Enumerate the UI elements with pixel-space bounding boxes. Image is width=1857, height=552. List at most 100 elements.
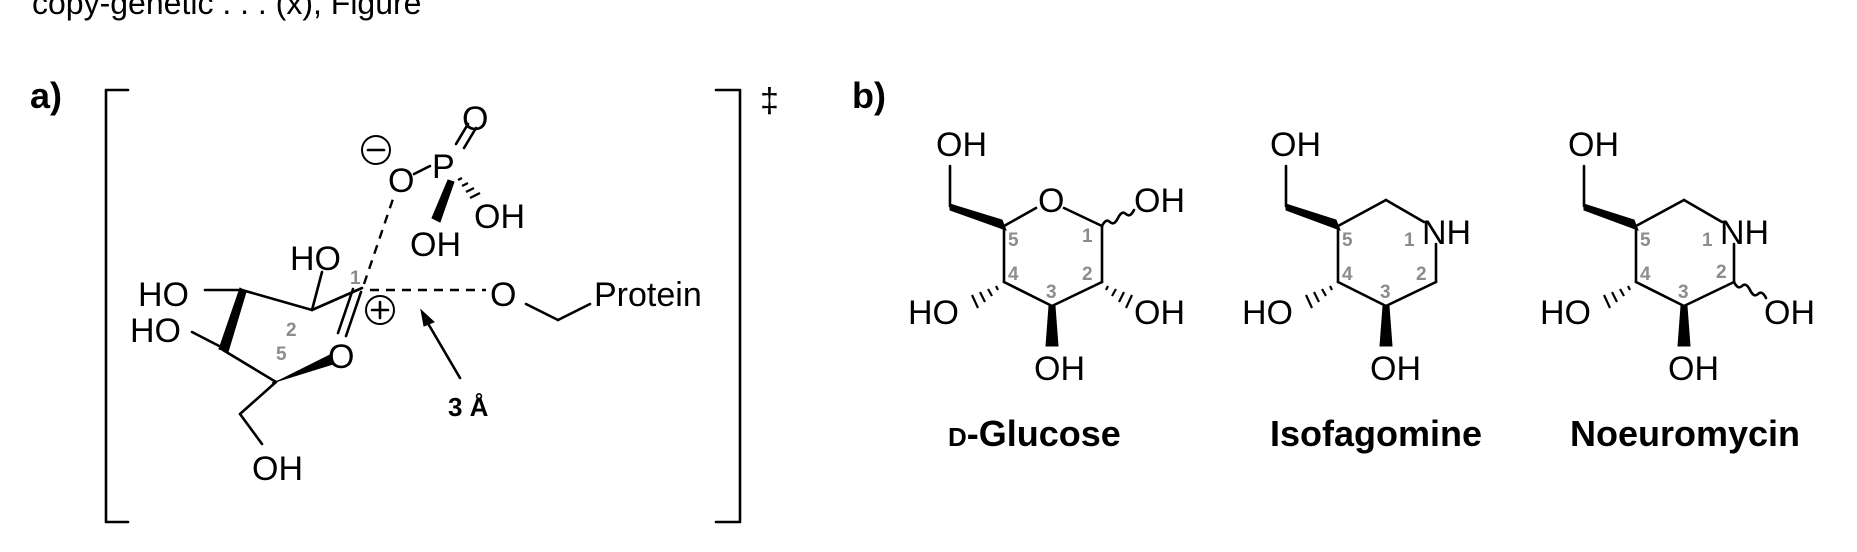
wedge-c3-oh (1379, 305, 1393, 347)
distance-arrow-shaft (424, 318, 462, 380)
atom-ho-c4: HO (130, 312, 181, 350)
carbon-number-1: 1 (350, 268, 361, 289)
carbon-number-5: 5 (1008, 230, 1019, 251)
hatch-c4-ho (1603, 285, 1631, 309)
atom-oh-c3: OH (1034, 350, 1085, 388)
bond-c4-c5 (221, 348, 278, 384)
atom-phosphate-oh-bottom: OH (410, 226, 461, 264)
molecule-d-glucose: OH O OH OH OH HO 5 1 4 2 3 D-Glucose (908, 126, 1185, 454)
negative-charge-icon (361, 135, 391, 165)
atom-oh-c1: OH (1134, 182, 1185, 220)
bond-c2-c3 (240, 288, 314, 312)
atom-nh: NH (1720, 214, 1769, 252)
partial-bond-c1-phosphate (362, 195, 396, 285)
bond-c3-c4 (1002, 280, 1054, 308)
molecule-noeuromycin: OH NH OH OH HO 5 1 4 2 3 Noeuromycin (1540, 126, 1815, 454)
double-dagger-symbol: ‡ (760, 82, 779, 120)
small-caps-d: D (948, 422, 967, 452)
atom-phosphate-oh-right: OH (474, 198, 525, 236)
bond-c5-o (1002, 206, 1038, 228)
bond-c2-c3 (1050, 280, 1104, 308)
bond-c1-ringo-b (336, 287, 355, 335)
wedge-p-oh (431, 179, 455, 223)
bond-ch2-oh (238, 412, 264, 446)
bond-o-p (412, 164, 432, 176)
carbon-number-5: 5 (1640, 230, 1651, 251)
bond-c3-c4 (1634, 280, 1686, 308)
carbon-number-4: 4 (1342, 264, 1353, 285)
bond-c5-c6 (1634, 198, 1686, 228)
atom-protein: Protein (594, 276, 702, 314)
panel-a: a) ‡ (30, 75, 779, 524)
bond-o-ch2 (524, 302, 560, 322)
wedge-c5-ch2 (1285, 203, 1341, 231)
wavy-bond-c2-oh (1732, 280, 1768, 300)
left-bracket (104, 88, 130, 524)
carbon-number-2: 2 (1416, 264, 1427, 285)
atom-ho-c3: HO (138, 276, 189, 314)
atom-ring-o: O (1038, 182, 1064, 220)
right-bracket (714, 88, 742, 524)
carbon-number-2: 2 (286, 320, 297, 341)
atom-phosphate-o-top: O (462, 100, 488, 138)
atom-ho-c4: HO (1242, 294, 1293, 332)
distance-label: 3 Å (448, 392, 489, 422)
bond-c5-c6 (1336, 198, 1388, 228)
bond-c2-oh (310, 270, 324, 312)
bond-c2-c3 (1384, 280, 1438, 308)
bond-p-o-double-b (462, 126, 478, 150)
wavy-bond-c1-oh (1100, 208, 1136, 228)
carbon-number-3: 3 (1380, 282, 1391, 303)
atom-oh-c3: OH (1668, 350, 1719, 388)
bond-c2-c3 (1682, 280, 1736, 308)
wedge-c5-ch2 (1583, 203, 1639, 231)
bond-c4-ho (190, 330, 225, 350)
molecule-name-noeuromycin: Noeuromycin (1570, 413, 1800, 454)
bond-c6-n (1384, 198, 1426, 224)
carbon-number-1: 1 (1702, 230, 1713, 251)
carbon-number-3: 3 (1046, 282, 1057, 303)
atom-ring-o: O (328, 338, 354, 376)
atom-phosphorus: P (432, 148, 455, 186)
carbon-number-2: 2 (1716, 262, 1727, 283)
panel-b: b) OH (852, 75, 1815, 454)
bond-o-c1 (1062, 206, 1104, 228)
distance-arrow-head (420, 308, 435, 327)
hatch-c4-ho (1305, 285, 1333, 309)
carbon-number-5: 5 (1342, 230, 1353, 251)
atom-ho-c4: HO (1540, 294, 1591, 332)
bond-c1-c2 (310, 286, 364, 312)
carbon-number-2: 2 (1082, 264, 1093, 285)
atom-oh-c2: OH (1134, 294, 1185, 332)
carbon-number-4: 4 (1640, 264, 1651, 285)
carbon-number-5: 5 (276, 344, 287, 365)
atom-oh-top: OH (936, 126, 987, 164)
molecule-name-d-glucose: D-Glucose (948, 413, 1121, 454)
atom-nucleophile-o: O (490, 276, 516, 314)
bond-ch2-protein (556, 302, 592, 322)
wedge-c3-c4 (218, 287, 247, 353)
hatch-c2-oh (1105, 285, 1133, 309)
panel-b-label: b) (852, 75, 886, 116)
bond-c5-ch2 (238, 380, 278, 416)
atom-oh-top: OH (1270, 126, 1321, 164)
wedge-c3-oh (1045, 305, 1059, 347)
carbon-number-4: 4 (1008, 264, 1019, 285)
panel-a-label: a) (30, 75, 62, 116)
top-text-fragment: copy-genetic . . . (x), Figure (32, 0, 421, 21)
hatch-c4-ho (971, 285, 999, 309)
atom-oh-top: OH (1568, 126, 1619, 164)
bond-c3-c4 (1336, 280, 1388, 308)
bond-p-o-double-a (454, 122, 470, 146)
bond-c6-n (1682, 198, 1724, 224)
molecule-name-isofagomine: Isofagomine (1270, 413, 1482, 454)
wedge-c3-oh (1677, 305, 1691, 347)
wedge-c5-ringo (271, 354, 334, 384)
atom-oh-c2: OH (1764, 294, 1815, 332)
atom-ch2oh: OH (252, 450, 303, 488)
carbon-number-1: 1 (1082, 226, 1093, 247)
wedge-c5-ch2 (949, 203, 1007, 231)
hatch-p-oh (457, 177, 481, 199)
atom-nh: NH (1422, 214, 1471, 252)
